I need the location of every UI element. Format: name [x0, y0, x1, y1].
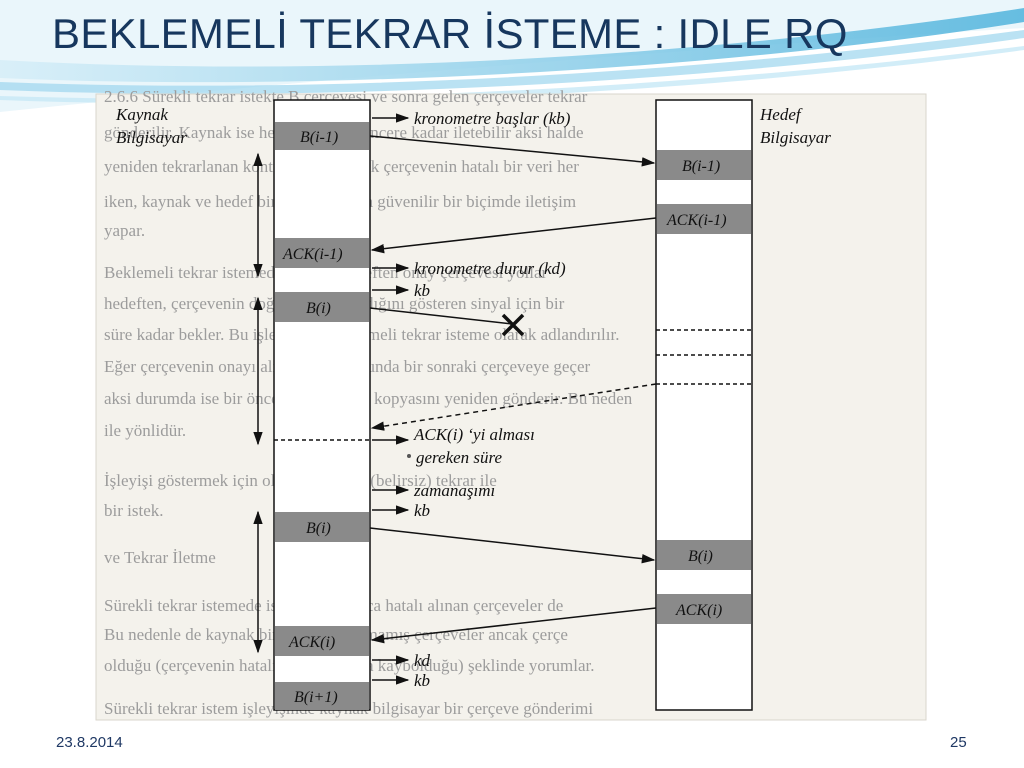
- transmission-arrow: [369, 307, 513, 325]
- frame-lost-cross-icon: [501, 313, 525, 337]
- bleed-line: 2.6.6 Sürekli tekrar istekte B çerçevesi…: [104, 87, 588, 106]
- frame-label: B(i): [688, 548, 713, 565]
- frame-label: ACK(i-1): [282, 246, 343, 263]
- frame-block: [275, 292, 369, 322]
- annotation-label: kb: [414, 501, 430, 520]
- frame-label: B(i): [306, 300, 331, 317]
- frame-block: [275, 238, 369, 268]
- annotation-label: ACK(i) ‘yi alması: [413, 425, 535, 444]
- frame-label: ACK(i-1): [666, 212, 727, 229]
- frame-label: B(i-1): [300, 129, 338, 146]
- frame-block: [657, 204, 751, 234]
- annotation-label: kronometre durur (kd): [414, 259, 566, 278]
- slide-date: 23.8.2014: [56, 734, 123, 751]
- slide-title: BEKLEMELİ TEKRAR İSTEME : IDLE RQ: [52, 10, 848, 57]
- transmission-arrow: [369, 527, 656, 564]
- bullet-icon: [407, 454, 411, 458]
- frame-block: [657, 540, 751, 570]
- bleed-line: yapar.: [104, 221, 145, 240]
- frame-block: [275, 682, 369, 710]
- annotation-label: kb: [414, 671, 430, 690]
- bleed-line: ile yönlidür.: [104, 421, 186, 440]
- bleed-line: ve Tekrar İletme: [104, 548, 216, 567]
- source-label-line-2: Bilgisayar: [116, 128, 187, 147]
- annotation-label: gereken süre: [416, 448, 503, 467]
- frame-label: B(i): [306, 520, 331, 537]
- destination-label-line-2: Bilgisayar: [760, 128, 831, 147]
- bleed-line: bir istek.: [104, 501, 164, 520]
- frame-block: [275, 512, 369, 542]
- destination-label-line-1: Hedef: [759, 105, 803, 124]
- annotation-label: kronometre başlar (kb): [414, 109, 571, 128]
- frame-block: [275, 626, 369, 656]
- frame-block: [657, 150, 751, 180]
- source-timeline: [273, 99, 371, 711]
- frame-label: ACK(i): [675, 602, 722, 619]
- annotation-label: zamanaşımı: [413, 481, 495, 500]
- slide-page-number: 25: [950, 734, 967, 751]
- frame-label: B(i+1): [294, 689, 338, 706]
- transmission-arrow: [369, 135, 656, 167]
- frame-block: [275, 122, 369, 150]
- frame-label: ACK(i): [288, 634, 335, 651]
- source-label-line-1: Kaynak: [115, 105, 168, 124]
- transmission-arrow: [370, 217, 657, 254]
- frame-block: [657, 594, 751, 624]
- frame-label: B(i-1): [682, 158, 720, 175]
- transmission-arrow: [370, 607, 657, 644]
- annotation-label: kb: [414, 281, 430, 300]
- annotation-label: kd: [414, 651, 431, 670]
- transmission-arrow: [370, 383, 657, 431]
